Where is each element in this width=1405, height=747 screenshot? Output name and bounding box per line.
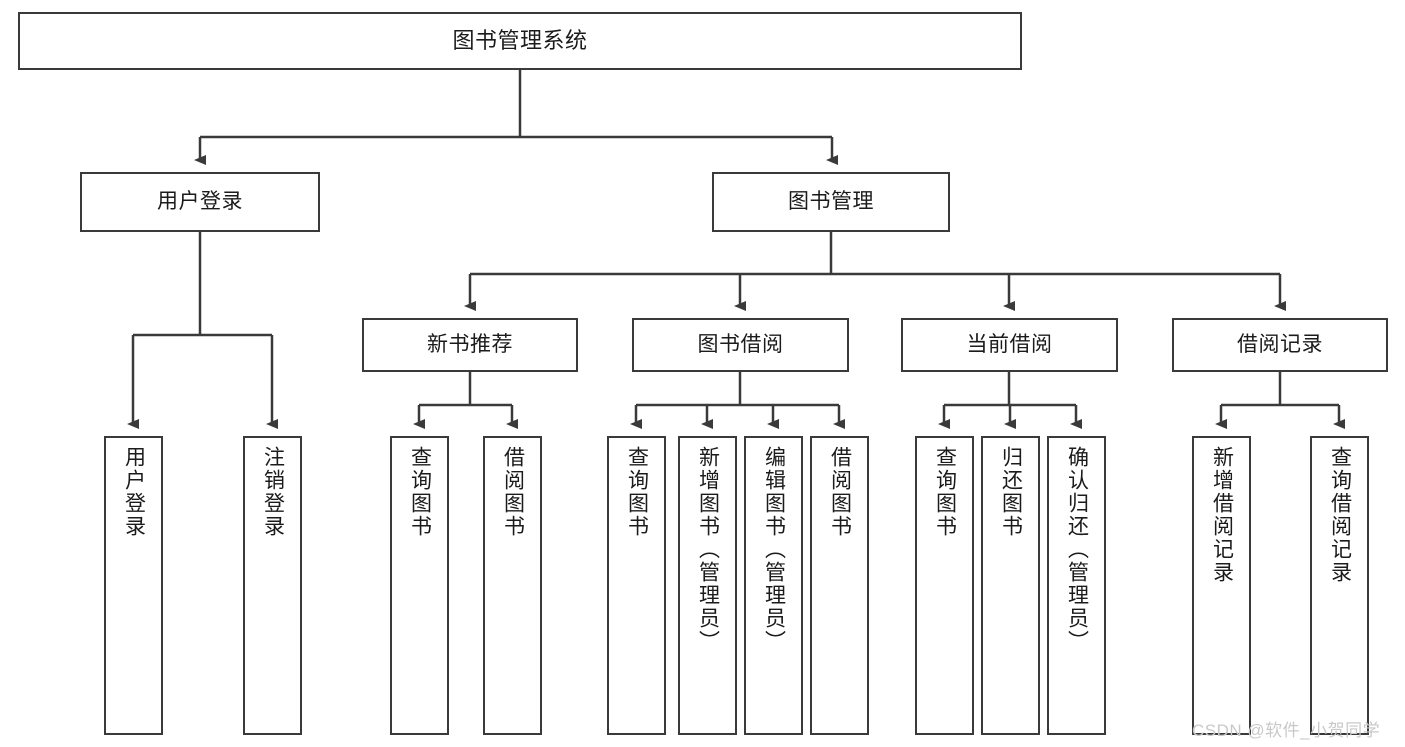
node-label: 当前借阅 <box>966 332 1053 356</box>
leaf-query-borrow-record[interactable]: 查询借阅记录 <box>1310 436 1369 735</box>
node-label: 新书推荐 <box>427 332 513 356</box>
node-root-system[interactable]: 图书管理系统 <box>18 12 1022 70</box>
node-label: 查询图书 <box>408 446 432 538</box>
leaf-edit-book-admin[interactable]: 编辑图书（管理员） <box>744 436 803 735</box>
node-new-book-recommend[interactable]: 新书推荐 <box>362 318 578 372</box>
node-user-login[interactable]: 用户登录 <box>80 172 320 232</box>
node-label: 用户登录 <box>157 189 243 213</box>
node-label: 确认归还（管理员） <box>1065 446 1089 653</box>
node-book-borrow[interactable]: 图书借阅 <box>632 318 849 372</box>
node-label: 归还图书 <box>999 446 1023 538</box>
node-label: 注销登录 <box>261 446 285 538</box>
node-current-borrow[interactable]: 当前借阅 <box>901 318 1118 372</box>
node-label: 新增借阅记录 <box>1210 446 1234 584</box>
node-label: 查询借阅记录 <box>1328 446 1352 584</box>
node-label: 借阅图书 <box>828 446 852 538</box>
leaf-add-book-admin[interactable]: 新增图书（管理员） <box>678 436 737 735</box>
leaf-query-book-borrow[interactable]: 查询图书 <box>607 436 666 735</box>
node-label: 编辑图书（管理员） <box>762 446 786 653</box>
leaf-borrow-book[interactable]: 借阅图书 <box>810 436 869 735</box>
leaf-query-book-recommend[interactable]: 查询图书 <box>390 436 449 735</box>
node-label: 查询图书 <box>933 446 957 538</box>
leaf-confirm-return-admin[interactable]: 确认归还（管理员） <box>1047 436 1106 735</box>
leaf-logout[interactable]: 注销登录 <box>243 436 302 735</box>
node-label: 图书管理 <box>788 189 874 213</box>
leaf-borrow-book-recommend[interactable]: 借阅图书 <box>483 436 542 735</box>
leaf-query-book-current[interactable]: 查询图书 <box>915 436 974 735</box>
node-book-management[interactable]: 图书管理 <box>712 172 950 232</box>
node-label: 查询图书 <box>625 446 649 538</box>
node-label: 图书借阅 <box>697 332 784 356</box>
leaf-user-login[interactable]: 用户登录 <box>104 436 163 735</box>
csdn-watermark: CSDN @软件_小贺同学 <box>1192 721 1381 740</box>
node-label: 新增图书（管理员） <box>696 446 720 653</box>
leaf-return-book[interactable]: 归还图书 <box>981 436 1040 735</box>
leaf-add-borrow-record[interactable]: 新增借阅记录 <box>1192 436 1251 735</box>
node-label: 图书管理系统 <box>452 28 588 54</box>
node-borrow-records[interactable]: 借阅记录 <box>1172 318 1388 372</box>
node-label: 用户登录 <box>122 446 146 538</box>
node-label: 借阅记录 <box>1237 332 1323 356</box>
node-label: 借阅图书 <box>501 446 525 538</box>
